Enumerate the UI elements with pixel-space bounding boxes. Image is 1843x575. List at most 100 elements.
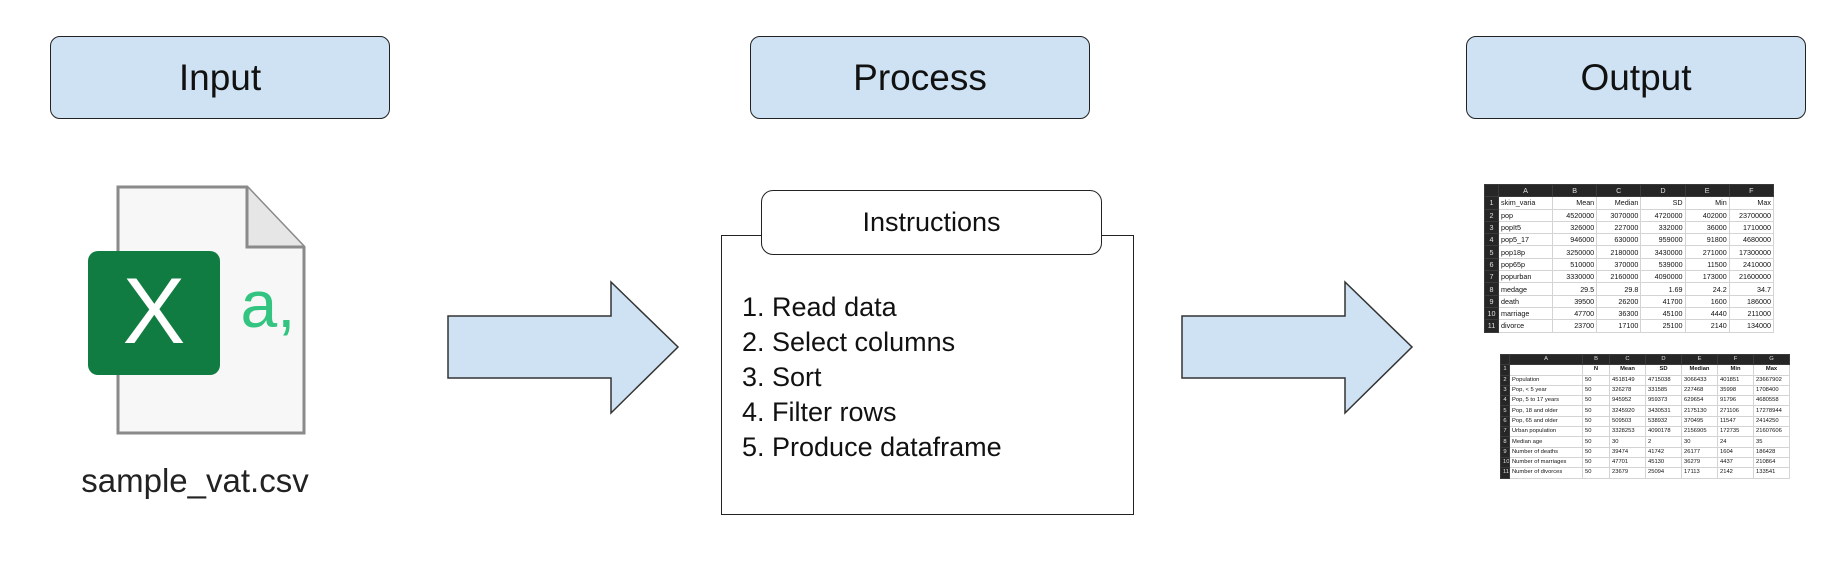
table-cell: death [1498,294,1553,308]
table-cell: pop [1498,208,1553,222]
table-cell: 4680558 [1753,395,1790,407]
table-cell: Pop, 65 and older [1509,415,1583,428]
output-header: Output [1466,36,1806,119]
sheet-row-number: 6 [1500,415,1510,428]
table-cell: 3328253 [1609,426,1646,438]
table-cell: 2175130 [1681,405,1718,417]
sheet-row-number: 3 [1484,220,1499,235]
table-cell: 210864 [1753,456,1790,469]
table-cell: 186428 [1753,446,1790,458]
table-cell: 39474 [1609,446,1646,458]
table-cell: 959373 [1645,395,1682,407]
sheet-row-number: 8 [1484,282,1499,296]
table-cell: 227468 [1681,384,1718,397]
table-cell: 326000 [1551,220,1598,235]
sheet-row-number: 5 [1500,405,1510,417]
table-cell: 23679 [1609,467,1646,479]
table-cell [1509,364,1583,376]
table-cell: 4090178 [1645,426,1682,438]
process-header: Process [750,36,1090,119]
sheet-column-letter: F [1717,353,1754,366]
sheet-corner-cell [1500,353,1510,366]
table-cell: Population [1509,374,1583,386]
table-cell: 2410000 [1728,257,1775,272]
table-cell: 26200 [1596,294,1642,308]
sheet-column-letter: C [1609,353,1646,366]
table-cell: 50 [1582,405,1610,417]
table-cell: 173000 [1684,270,1730,284]
sheet-column-letter: B [1582,353,1610,366]
table-cell: 629654 [1681,395,1718,407]
table-cell: Mean [1609,364,1646,376]
table-cell: 23667902 [1753,374,1790,386]
table-cell: 945952 [1609,395,1646,407]
table-cell: 2142 [1717,467,1754,479]
table-cell: skim_varia [1498,196,1553,210]
table-cell: 370495 [1681,415,1718,428]
table-cell: 11547 [1717,415,1754,428]
table-cell: SD [1645,364,1682,376]
sheet-row-number: 5 [1484,245,1499,259]
table-cell: 4715038 [1645,374,1682,386]
table-cell: 21600000 [1728,270,1775,284]
table-cell: 370000 [1596,257,1642,272]
table-cell: N [1582,364,1610,376]
table-cell: 50 [1582,436,1610,448]
table-cell: 326278 [1609,384,1646,397]
table-cell: 41742 [1645,446,1682,458]
table-cell: 4720000 [1640,208,1686,222]
table-cell: 36300 [1596,306,1642,321]
instruction-steps: 1. Read data 2. Select columns 3. Sort 4… [742,290,1002,465]
table-cell: 50 [1582,446,1610,458]
table-cell: 3250000 [1551,245,1598,259]
table-cell: Pop, 18 and older [1509,405,1583,417]
table-cell: Number of divorces [1509,467,1583,479]
table-cell: 3430531 [1645,405,1682,417]
table-cell: 2 [1645,436,1682,448]
sheet-row-number: 4 [1484,233,1499,247]
right-arrow-icon [1181,280,1414,415]
table-cell: 4680000 [1728,233,1775,247]
table-cell: 39500 [1551,294,1598,308]
table-cell: 172735 [1717,426,1754,438]
csv-badge-text: a, [240,267,295,341]
table-cell: 47701 [1609,456,1646,469]
sheet-row-number: 9 [1500,446,1510,458]
table-cell: 3245920 [1609,405,1646,417]
table-cell: 3070000 [1596,208,1642,222]
sheet-row-number: 11 [1484,319,1499,333]
table-cell: Pop, < 5 year [1509,384,1583,397]
table-cell: 45130 [1645,456,1682,469]
table-cell: medage [1498,282,1553,296]
table-cell: 50 [1582,395,1610,407]
table-cell: pop65p [1498,257,1553,272]
sheet-row-number: 4 [1500,395,1510,407]
instructions-title: Instructions [761,190,1102,255]
table-cell: 24 [1717,436,1754,448]
table-cell: 50 [1582,415,1610,428]
table-cell: 23700 [1551,319,1598,333]
sheet-column-letter: E [1684,183,1730,198]
table-cell: 1600 [1684,294,1730,308]
table-cell: 11500 [1684,257,1730,272]
table-cell: 1710000 [1728,220,1775,235]
step-item: 5. Produce dataframe [742,432,1002,462]
table-cell: 24.2 [1684,282,1730,296]
table-cell: 45100 [1640,306,1686,321]
sheet-corner-cell [1484,183,1499,198]
table-cell: Min [1717,364,1754,376]
sheet-row-number: 8 [1500,436,1510,448]
table-cell: 50 [1582,467,1610,479]
sheet-row-number: 7 [1500,426,1510,438]
table-cell: Number of deaths [1509,446,1583,458]
table-cell: 4520000 [1551,208,1598,222]
